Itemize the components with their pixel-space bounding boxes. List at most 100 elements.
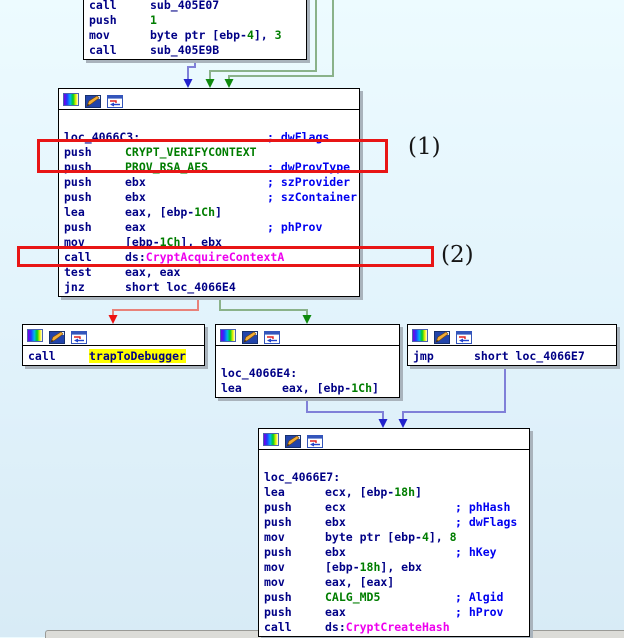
operands: short loc_4066E4 bbox=[125, 280, 236, 294]
operands: 1 bbox=[150, 13, 157, 27]
edit-icon[interactable] bbox=[49, 329, 65, 344]
edge-false-to-trap bbox=[108, 296, 199, 324]
edge-green-in-1 bbox=[205, 0, 317, 88]
operands: byte ptr [ebp-4], 8 bbox=[325, 530, 457, 544]
operands: ebx bbox=[125, 175, 146, 189]
mnemonic: mov bbox=[264, 530, 285, 544]
operands: eax, eax bbox=[125, 265, 181, 279]
mnemonic: jmp bbox=[413, 349, 434, 363]
code-line: push ebx ; dwFlags bbox=[259, 514, 529, 529]
edge-true-to-4066E4 bbox=[219, 296, 312, 324]
operands: eax, [ebp-1Ch] bbox=[125, 205, 222, 219]
edge-arrowhead bbox=[183, 79, 193, 88]
mnemonic: call bbox=[28, 349, 56, 363]
operands: [ebp-18h], ebx bbox=[325, 560, 422, 574]
blank-line bbox=[259, 454, 529, 469]
mnemonic: push bbox=[64, 145, 92, 159]
code-line: call sub_405E07 bbox=[84, 0, 306, 12]
edit-icon[interactable] bbox=[285, 433, 301, 448]
operands: ebx bbox=[325, 515, 346, 529]
graph-node-loc-4066E4[interactable]: loc_4066E4:lea eax, [ebp-1Ch] bbox=[215, 324, 400, 398]
annotation-label-2: (2) bbox=[441, 242, 474, 268]
group-icon[interactable] bbox=[264, 329, 280, 344]
code-comment: ; szContainer bbox=[267, 190, 358, 204]
code-line: lea eax, [ebp-1Ch] bbox=[216, 380, 399, 395]
node-titlebar bbox=[408, 325, 616, 346]
code-label: loc_4066E4: bbox=[221, 366, 298, 380]
group-icon[interactable] bbox=[456, 329, 472, 344]
colors-icon[interactable] bbox=[412, 328, 428, 342]
edge-jmp-to-4066E7 bbox=[398, 366, 506, 428]
annotation-rect-2 bbox=[17, 246, 434, 267]
group-icon[interactable] bbox=[107, 93, 123, 108]
mnemonic: push bbox=[64, 220, 92, 234]
code-line: test eax, eax bbox=[59, 264, 359, 279]
mnemonic: push bbox=[264, 605, 292, 619]
edge-green-in-2 bbox=[224, 0, 334, 88]
edit-icon[interactable] bbox=[242, 329, 258, 344]
group-icon[interactable] bbox=[71, 329, 87, 344]
edge-arrowhead bbox=[205, 79, 215, 88]
group-icon[interactable] bbox=[307, 433, 323, 448]
edge-arrowhead bbox=[224, 79, 234, 88]
mnemonic: test bbox=[64, 265, 92, 279]
edge-caller-to-4066C3 bbox=[183, 56, 196, 88]
operands: [ebp-1Ch], ebx bbox=[125, 235, 222, 249]
code-line: mov [ebp-1Ch], ebx bbox=[59, 234, 359, 249]
operands: ecx bbox=[325, 500, 346, 514]
code-line: loc_4066E4: bbox=[216, 365, 399, 380]
mnemonic: push bbox=[264, 545, 292, 559]
code-line: push ebx ; szProvider bbox=[59, 174, 359, 189]
edit-icon[interactable] bbox=[85, 93, 101, 108]
colors-icon[interactable] bbox=[220, 328, 236, 342]
edge-arrowhead bbox=[398, 419, 408, 428]
operands: sub_405E9B bbox=[150, 43, 220, 57]
code-line: push ebx ; hKey bbox=[259, 544, 529, 559]
operands: ebx bbox=[325, 545, 346, 559]
colors-icon[interactable] bbox=[63, 92, 79, 106]
edit-icon[interactable] bbox=[434, 329, 450, 344]
edge-4066E4-to-4066E7 bbox=[306, 396, 388, 428]
mnemonic: push bbox=[64, 175, 92, 189]
mnemonic: call bbox=[89, 43, 117, 57]
edge-arrowhead bbox=[108, 315, 118, 324]
edge-arrowhead bbox=[378, 419, 388, 428]
mnemonic: push bbox=[264, 515, 292, 529]
code-comment: ; dwFlags bbox=[455, 515, 518, 529]
operands: eax, [eax] bbox=[325, 575, 395, 589]
colors-icon[interactable] bbox=[27, 328, 43, 342]
mnemonic: call bbox=[264, 620, 292, 634]
mnemonic: call bbox=[64, 250, 92, 264]
operands: ds:CryptCreateHash bbox=[325, 620, 450, 634]
operands: eax, [ebp-1Ch] bbox=[282, 381, 379, 395]
node-code: loc_4066E4:lea eax, [ebp-1Ch] bbox=[216, 346, 399, 397]
blank-line bbox=[216, 350, 399, 365]
mnemonic: mov bbox=[64, 235, 85, 249]
annotation-rect-1 bbox=[37, 139, 388, 173]
node-titlebar bbox=[259, 429, 529, 450]
code-comment: ; phProv bbox=[267, 220, 323, 234]
mnemonic: lea bbox=[221, 381, 242, 395]
operands: CRYPT_VERIFYCONTEXT bbox=[125, 145, 257, 159]
code-comment: ; phHash bbox=[455, 500, 511, 514]
operands: sub_405E07 bbox=[150, 0, 220, 12]
mnemonic: call bbox=[89, 0, 117, 12]
code-comment: ; hKey bbox=[455, 545, 497, 559]
colors-icon[interactable] bbox=[263, 432, 279, 446]
code-comment: ; Algid bbox=[455, 590, 504, 604]
operands: ds:CryptAcquireContextA bbox=[125, 250, 285, 264]
code-comment: ; szProvider bbox=[267, 175, 351, 189]
